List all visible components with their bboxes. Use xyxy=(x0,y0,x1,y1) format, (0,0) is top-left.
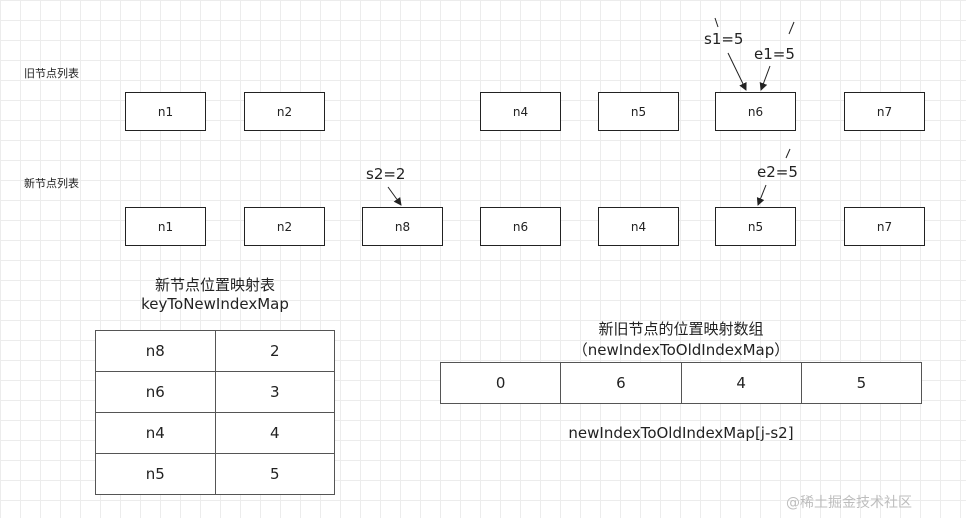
watermark: @稀土掘金技术社区 xyxy=(786,495,912,511)
s1-arrow-tail xyxy=(727,52,747,91)
old-node-n1[interactable]: n1 xyxy=(125,92,206,131)
index-array-title-line1: 新旧节点的位置映射数组 xyxy=(598,320,764,338)
key-map-title: 新节点位置映射表 keyToNewIndexMap xyxy=(95,274,335,313)
map-key-cell: n4 xyxy=(95,412,216,454)
e2-annotation: e2=5 xyxy=(757,163,798,181)
map-value-cell: 2 xyxy=(214,330,336,372)
key-map-title-line1: 新节点位置映射表 xyxy=(154,276,275,294)
old-node-n6[interactable]: n6 xyxy=(715,92,796,131)
new-node-n6[interactable]: n6 xyxy=(480,207,561,246)
s2-annotation: s2=2 xyxy=(366,165,406,183)
map-value-cell: 3 xyxy=(214,371,336,413)
map-key-cell: n6 xyxy=(95,371,216,413)
s1-annotation: s1=5 xyxy=(704,30,744,48)
table-row: n4 4 xyxy=(95,412,336,454)
new-list-label: 新节点列表 xyxy=(24,177,79,190)
index-array-title-line2: （newIndexToOldIndexMap） xyxy=(572,341,790,359)
new-node-n4[interactable]: n4 xyxy=(598,207,679,246)
map-key-cell: n8 xyxy=(95,330,216,372)
s2-arrow xyxy=(387,186,402,206)
new-node-n8[interactable]: n8 xyxy=(362,207,443,246)
array-cell: 6 xyxy=(560,363,680,403)
key-to-new-index-map-table: n8 2 n6 3 n4 4 n5 5 xyxy=(95,330,336,495)
map-value-cell: 4 xyxy=(214,412,336,454)
e1-annotation: e1=5 xyxy=(754,45,795,63)
map-value-cell: 5 xyxy=(214,453,336,495)
new-node-n5[interactable]: n5 xyxy=(715,207,796,246)
index-array-subscript-caption: newIndexToOldIndexMap[j-s2] xyxy=(568,424,794,442)
array-cell: 4 xyxy=(680,363,801,403)
old-node-n2[interactable]: n2 xyxy=(244,92,325,131)
map-key-cell: n5 xyxy=(95,453,216,495)
old-node-n7[interactable]: n7 xyxy=(844,92,925,131)
array-cell: 5 xyxy=(800,363,921,403)
s1-arrow xyxy=(714,17,719,28)
table-row: n8 2 xyxy=(95,330,336,372)
new-index-to-old-index-array: 0 6 4 5 xyxy=(440,362,922,404)
e1-arrow xyxy=(788,21,795,35)
new-node-n2[interactable]: n2 xyxy=(244,207,325,246)
new-node-n7[interactable]: n7 xyxy=(844,207,925,246)
e2-arrow-tail xyxy=(756,184,767,206)
index-array-title: 新旧节点的位置映射数组 （newIndexToOldIndexMap） xyxy=(440,318,922,360)
table-row: n6 3 xyxy=(95,371,336,413)
key-map-title-line2: keyToNewIndexMap xyxy=(141,295,289,313)
e1-arrow-tail xyxy=(759,65,771,91)
table-row: n5 5 xyxy=(95,453,336,495)
old-node-n4[interactable]: n4 xyxy=(480,92,561,131)
old-node-n5[interactable]: n5 xyxy=(598,92,679,131)
array-cell: 0 xyxy=(495,374,506,392)
old-list-label: 旧节点列表 xyxy=(24,67,79,80)
e2-arrow xyxy=(785,148,791,159)
new-node-n1[interactable]: n1 xyxy=(125,207,206,246)
